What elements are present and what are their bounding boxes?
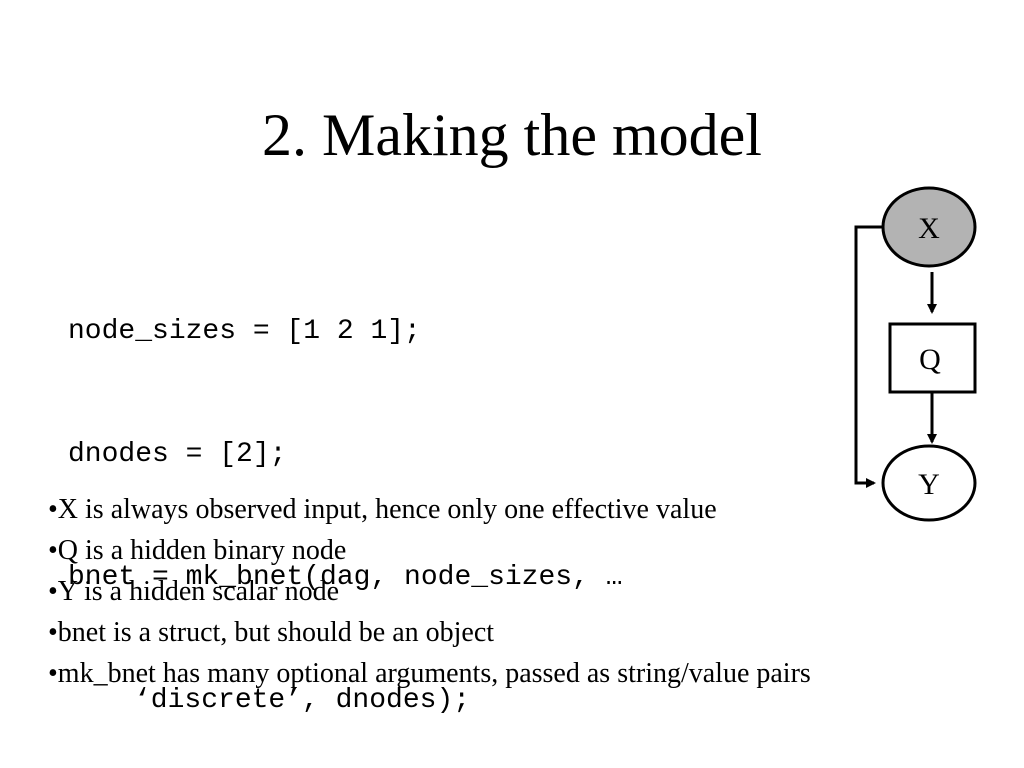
bullet-item: •Q is a hidden binary node xyxy=(48,535,347,566)
bullet-item: •mk_bnet has many optional arguments, pa… xyxy=(48,658,811,689)
node-x-shape xyxy=(881,186,977,268)
code-line: ‘discrete’, dnodes); xyxy=(134,685,471,716)
node-y: Y xyxy=(881,444,977,522)
code-line: dnodes = [2]; xyxy=(68,439,287,470)
node-q: Q xyxy=(888,322,977,394)
node-q-shape xyxy=(888,322,977,394)
slide-title: 2. Making the model xyxy=(262,102,762,168)
node-y-label: Y xyxy=(918,468,940,501)
code-line: bnet = mk_bnet(dag, node_sizes, … xyxy=(68,562,623,593)
node-x-label: X xyxy=(918,212,940,245)
code-block: node_sizes = [1 2 1]; dnodes = [2]; bnet… xyxy=(68,229,623,768)
edge-x-to-y xyxy=(854,225,884,488)
node-x: X xyxy=(881,186,977,268)
code-line: node_sizes = [1 2 1]; xyxy=(68,316,421,347)
bullet-item: •bnet is a struct, but should be an obje… xyxy=(48,617,495,648)
node-q-label: Q xyxy=(919,343,941,376)
node-y-shape xyxy=(881,444,977,522)
bullet-item: •Y is a hidden scalar node xyxy=(48,576,340,607)
bullet-list: •X is always observed input, hence only … xyxy=(48,489,811,694)
bullet-item: •X is always observed input, hence only … xyxy=(48,494,717,525)
